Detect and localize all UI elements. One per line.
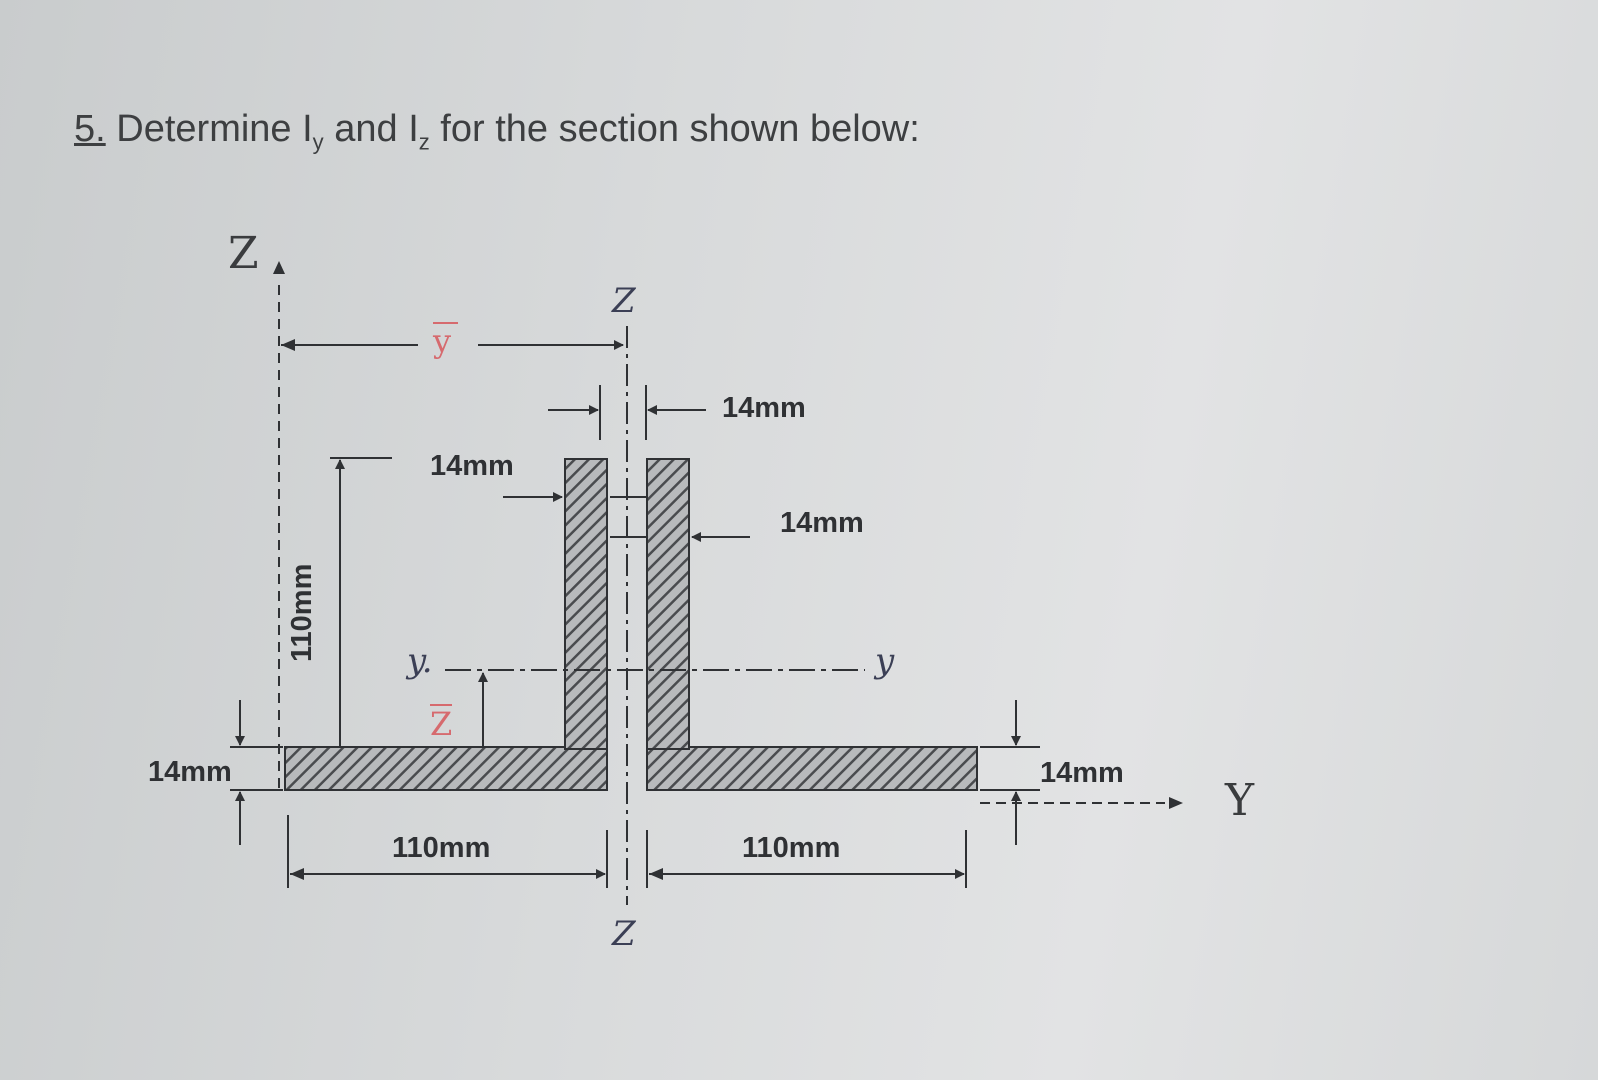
right-flange (646, 746, 978, 791)
centroidal-y-right-label: y (873, 641, 895, 681)
flange-left-dim-label: 14mm (148, 756, 232, 788)
right-web (646, 458, 690, 750)
centroidal-z-top-label: Z (611, 281, 637, 321)
ybar-label: y (432, 322, 451, 360)
centroidal-z-bottom-label: Z (611, 914, 637, 954)
left-angle-section (284, 458, 608, 791)
y-axis-label: Y (1224, 775, 1255, 826)
subscript-z: z (418, 129, 430, 155)
z-axis-label: Z (228, 228, 259, 279)
gap-dim-label: 14mm (722, 392, 806, 424)
ybar-arrowhead-left (281, 339, 295, 351)
y-axis-arrowhead (1169, 797, 1183, 809)
centroidal-y-left-label: y. (405, 641, 433, 681)
z-axis-arrowhead (273, 261, 285, 274)
width-left-dim-label: 110mm (392, 832, 490, 864)
question-text-part3: for the section shown below: (429, 108, 920, 150)
zbar-label: Z (430, 705, 452, 743)
subscript-y: y (312, 129, 324, 155)
left-web (564, 458, 608, 750)
width-right-dim-label: 110mm (742, 832, 840, 864)
flange-right-dim-label: 14mm (1040, 757, 1124, 789)
question-text-part1: Determine I (116, 108, 313, 150)
left-flange (284, 746, 608, 791)
height-dim-label: 110mm (286, 564, 318, 662)
question-text-part2: and I (323, 108, 419, 150)
right-angle-section (646, 458, 978, 791)
question-number: 5. (74, 108, 106, 150)
width-right-arrowhead (649, 868, 663, 880)
width-left-arrowhead (290, 868, 304, 880)
web-right-dim-label: 14mm (780, 507, 864, 539)
web-left-dim-label: 14mm (430, 450, 514, 482)
question-text: 5. Determine Iy and Iz for the section s… (74, 108, 920, 156)
